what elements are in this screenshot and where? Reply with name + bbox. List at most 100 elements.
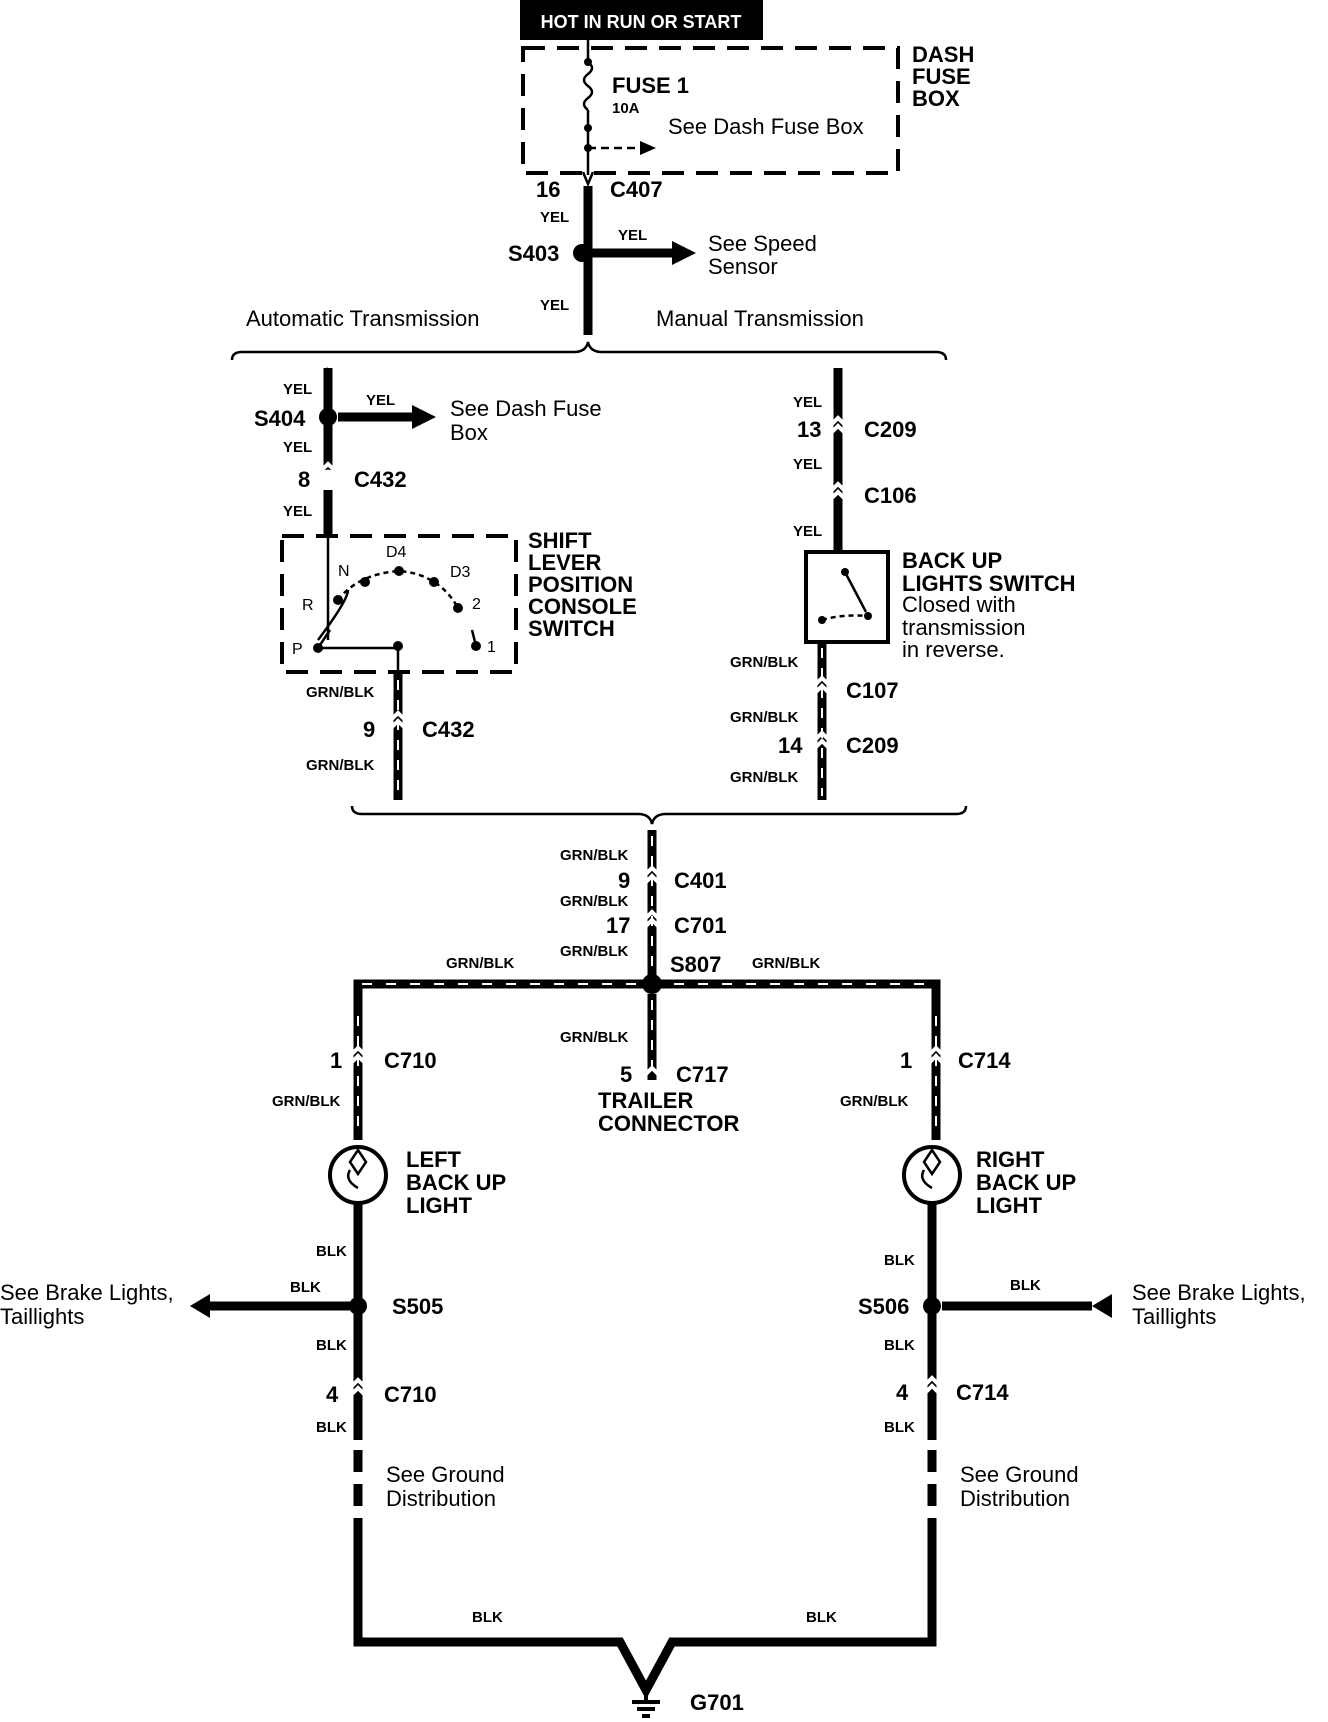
position-d4: D4	[386, 544, 407, 561]
left-brake-ref-1[interactable]: See Brake Lights,	[0, 1280, 174, 1305]
backup-switch-title-2: LIGHTS SWITCH	[902, 571, 1076, 596]
right-light-title-1: RIGHT	[976, 1147, 1045, 1172]
c209-bot-label: C209	[846, 733, 899, 758]
c714-b-pin: 4	[896, 1380, 909, 1405]
position-p: P	[292, 641, 303, 658]
s807-splice	[642, 974, 662, 994]
left-light-title-3: LIGHT	[406, 1193, 473, 1218]
right-bulb-icon	[902, 1145, 962, 1205]
s403-splice	[573, 244, 591, 262]
wire-color-label: GRN/BLK	[306, 757, 374, 774]
wire-color-label: BLK	[316, 1243, 347, 1260]
right-light-title-3: LIGHT	[976, 1193, 1043, 1218]
c106-label: C106	[864, 483, 917, 508]
bottom-brace	[350, 805, 968, 825]
c432-top-pin: 8	[298, 467, 310, 492]
s404-splice	[319, 408, 337, 426]
wire-color-label: BLK	[806, 1609, 837, 1626]
wire-color-label: YEL	[793, 456, 822, 473]
c717-pin: 5	[620, 1062, 632, 1087]
wire-color-label: GRN/BLK	[560, 893, 628, 910]
wire-color-label: YEL	[793, 394, 822, 411]
arrow-icon	[190, 1294, 210, 1318]
manual-transmission-label: Manual Transmission	[656, 306, 864, 331]
c710-pin: 1	[330, 1048, 342, 1073]
c401-pin: 9	[618, 868, 630, 893]
left-brake-ref-2[interactable]: Taillights	[0, 1304, 84, 1329]
s506-label: S506	[858, 1294, 909, 1319]
right-ground-ref-1[interactable]: See Ground	[960, 1462, 1079, 1487]
wire-color-label: YEL	[540, 297, 569, 314]
wire-color-label: BLK	[884, 1419, 915, 1436]
ground-blk-wire	[353, 1540, 937, 1700]
backup-switch-title-1: BACK UP	[902, 548, 1002, 573]
c432-bot-label: C432	[422, 717, 475, 742]
shift-switch-title-2: LEVER	[528, 550, 601, 575]
speed-sensor-ref-1[interactable]: See Speed	[708, 231, 817, 256]
wire-color-label: GRN/BLK	[730, 654, 798, 671]
position-n: N	[338, 563, 350, 580]
wire-color-label: YEL	[366, 392, 395, 409]
wire-color-label: YEL	[283, 381, 312, 398]
left-ground-ref-2[interactable]: Distribution	[386, 1486, 496, 1511]
s404-label: S404	[254, 406, 306, 431]
c714-pin: 1	[900, 1048, 912, 1073]
position-1: 1	[487, 639, 496, 656]
wire-color-label: BLK	[884, 1252, 915, 1269]
right-brake-ref-2[interactable]: Taillights	[1132, 1304, 1216, 1329]
backup-switch-note-3: in reverse.	[902, 637, 1005, 662]
arrow-icon	[640, 141, 656, 155]
c432-bot-pin: 9	[363, 717, 375, 742]
position-r: R	[302, 597, 314, 614]
position-2: 2	[472, 596, 481, 613]
c717-label: C717	[676, 1062, 729, 1087]
trailer-connector-1: TRAILER	[598, 1088, 693, 1113]
wire-color-label: GRN/BLK	[306, 684, 374, 701]
wire-color-label: GRN/BLK	[840, 1093, 908, 1110]
fuse-label: FUSE 1	[612, 73, 689, 98]
power-banner-text: HOT IN RUN OR START	[541, 12, 742, 32]
wire-color-label: BLK	[884, 1337, 915, 1354]
auto-dash-ref-2[interactable]: Box	[450, 420, 488, 445]
right-ground-ref-2[interactable]: Distribution	[960, 1486, 1070, 1511]
right-brake-ref-1[interactable]: See Brake Lights,	[1132, 1280, 1306, 1305]
wire-color-label: BLK	[290, 1279, 321, 1296]
wire-color-label: GRN/BLK	[446, 955, 514, 972]
c407-pin: 16	[536, 177, 560, 202]
wire-color-label: GRN/BLK	[560, 1029, 628, 1046]
left-bulb-icon	[328, 1145, 388, 1205]
c710-b-pin: 4	[326, 1382, 339, 1407]
wire-color-label: YEL	[793, 523, 822, 540]
fuse-symbol	[582, 61, 594, 111]
automatic-transmission-label: Automatic Transmission	[246, 306, 480, 331]
s403-label: S403	[508, 241, 559, 266]
c401-label: C401	[674, 868, 727, 893]
arrow-icon	[672, 241, 696, 265]
power-banner: HOT IN RUN OR START	[520, 0, 763, 40]
left-light-title-2: BACK UP	[406, 1170, 506, 1195]
top-brace	[230, 341, 948, 361]
arrow-icon	[412, 405, 436, 429]
wire-color-label: BLK	[472, 1609, 503, 1626]
left-ground-ref-1[interactable]: See Ground	[386, 1462, 505, 1487]
wire-color-label: YEL	[618, 227, 647, 244]
shift-switch-title-4: CONSOLE	[528, 594, 637, 619]
shift-switch-title-5: SWITCH	[528, 616, 615, 641]
backup-switch-box	[804, 550, 890, 644]
dash-fuse-box-title-1: DASH	[912, 42, 974, 67]
wire-color-label: GRN/BLK	[730, 769, 798, 786]
c407-connector	[581, 171, 595, 188]
c714-label: C714	[958, 1048, 1011, 1073]
auto-dash-ref-1[interactable]: See Dash Fuse	[450, 396, 602, 421]
arrow-icon	[1092, 1294, 1112, 1318]
dash-fuse-box-ref[interactable]: See Dash Fuse Box	[668, 114, 864, 139]
c107-label: C107	[846, 678, 899, 703]
dash-fuse-box-title-2: FUSE	[912, 64, 971, 89]
backup-switch-note-1: Closed with	[902, 592, 1016, 617]
wire-color-label: YEL	[283, 503, 312, 520]
c701-pin: 17	[606, 913, 630, 938]
wire-color-label: GRN/BLK	[730, 709, 798, 726]
speed-sensor-ref-2[interactable]: Sensor	[708, 254, 778, 279]
ground-icon	[632, 1690, 660, 1718]
s505-splice	[349, 1297, 367, 1315]
